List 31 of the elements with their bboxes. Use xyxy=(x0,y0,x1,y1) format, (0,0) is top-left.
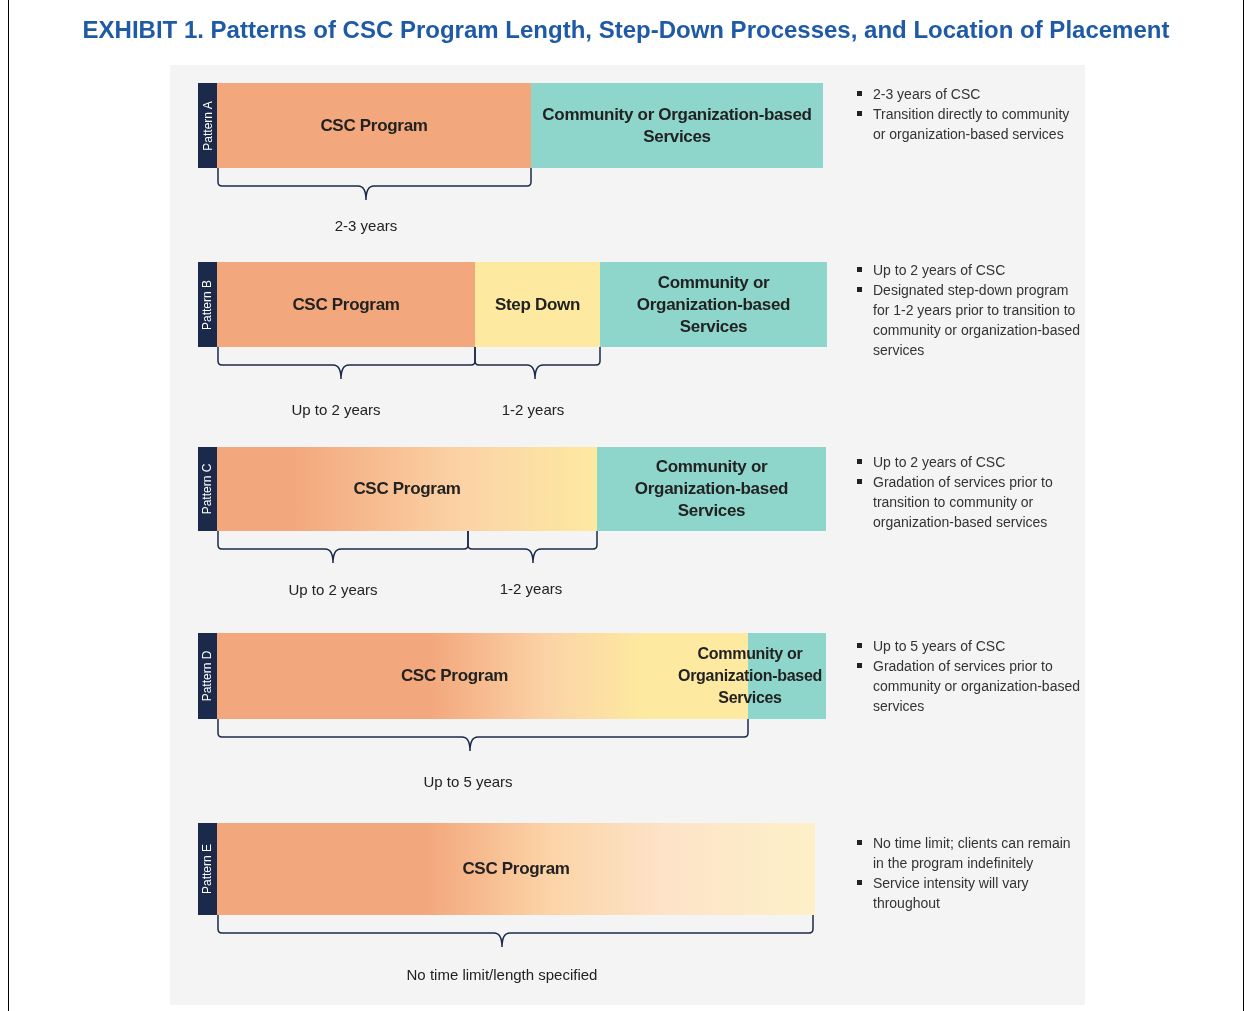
note-text: Up to 2 years of CSC xyxy=(873,261,1007,280)
note-text: Gradation of services prior to transition to community or organization-based services xyxy=(873,473,1054,532)
services-bar: Community or Organization-based Services xyxy=(600,262,827,347)
program-bar: CSC Program xyxy=(217,447,597,531)
note-text: Transition directly to community or organization-based services xyxy=(873,105,1071,144)
note-text: Gradation of services prior to community or organization-based services xyxy=(873,657,1081,716)
services-bar: Community or Organization-based Services xyxy=(597,447,826,531)
program-bar: CSC Program xyxy=(217,262,475,347)
program-bar: CSC Program xyxy=(217,83,531,168)
note-text: Designated step-down program for 1-2 years prior to transition to community or organization-based services xyxy=(873,281,1081,360)
duration-label: 1-2 years xyxy=(501,400,565,420)
duration-label: Up to 2 years xyxy=(288,580,378,600)
pattern-tab: Pattern E xyxy=(198,823,217,915)
note-text: Service intensity will vary throughout xyxy=(873,874,1030,913)
pattern-tab: Pattern C xyxy=(198,447,217,531)
note-text: Up to 2 years of CSC xyxy=(873,453,1007,472)
pattern-tab: Pattern B xyxy=(198,262,217,347)
pattern-tab: Pattern D xyxy=(198,633,217,719)
note-text: No time limit; clients can remain in the program indefinitely xyxy=(873,834,1072,873)
program-bar: CSC Program xyxy=(217,823,815,915)
duration-label: 2-3 years xyxy=(334,216,398,236)
duration-label: Up to 5 years xyxy=(423,772,513,792)
note-text: 2-3 years of CSC xyxy=(873,85,982,104)
step-down-bar: Step Down xyxy=(475,262,600,347)
duration-label: 1-2 years xyxy=(499,579,563,599)
duration-label: Up to 2 years xyxy=(291,400,381,420)
note-text: Up to 5 years of CSC xyxy=(873,637,1007,656)
duration-label: No time limit/length specified xyxy=(406,965,598,985)
pattern-tab: Pattern A xyxy=(198,83,217,168)
title: EXHIBIT 1. Patterns of CSC Program Length, Step-Down Processes, and Location of Placement xyxy=(81,15,1171,45)
services-bar: Community or Organization-based Services xyxy=(531,83,823,168)
